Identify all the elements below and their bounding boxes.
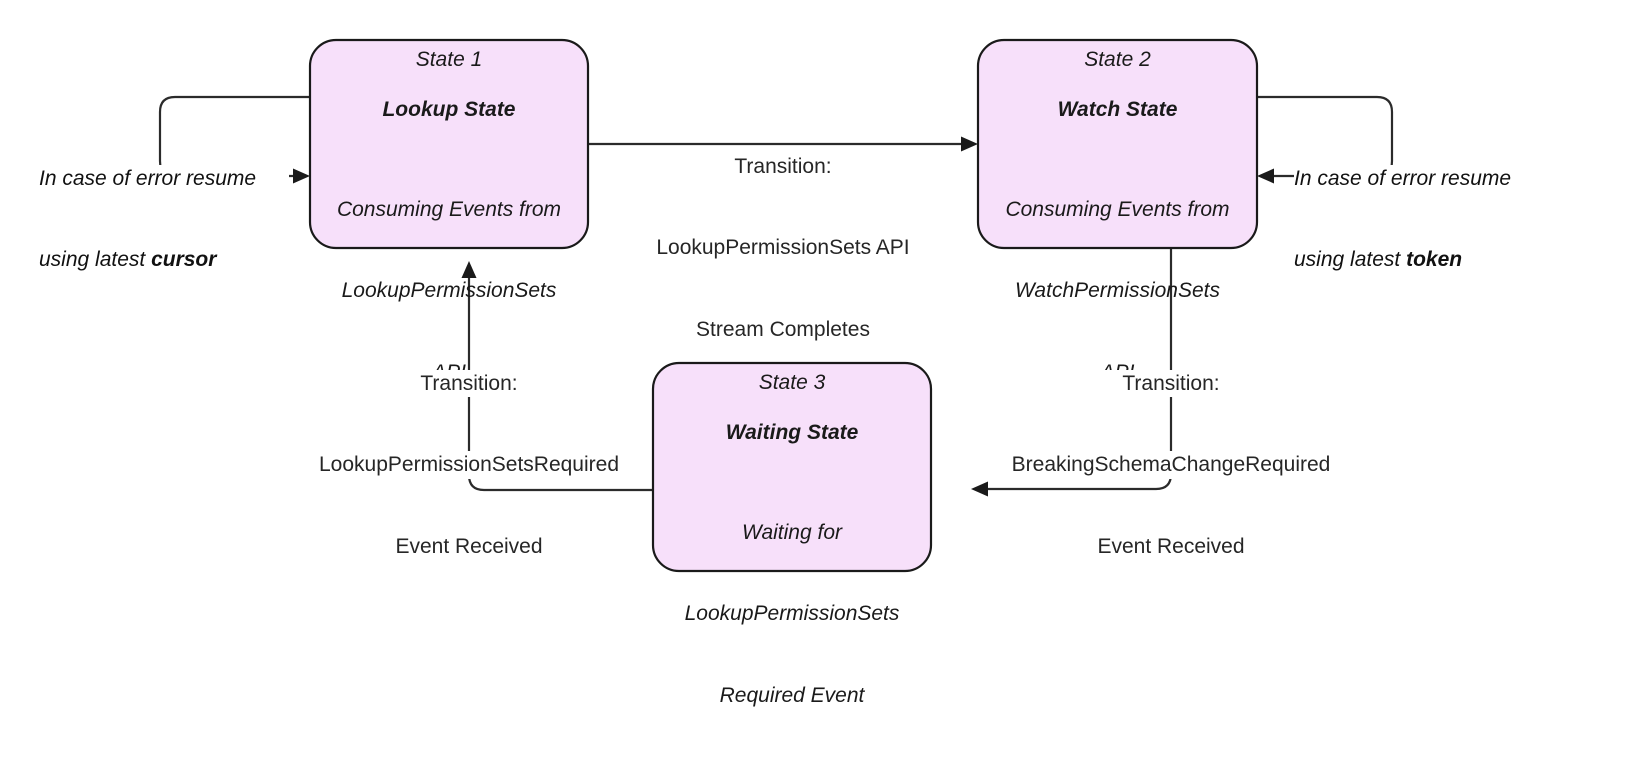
state-1-number: State 1 [415,48,483,71]
state-2-number: State 2 [1084,48,1151,71]
self-loop-token-line-2-prefix: using latest [1294,248,1407,272]
self-loop-cursor-line-2: using latest cursor [39,246,289,274]
state-3-description-line-1: Waiting for [742,520,842,544]
state-1-description: Consuming Events from LookupPermissionSe… [310,141,588,441]
self-loop-watch-token-arrowhead [1257,168,1274,184]
self-loop-cursor-line-1: In case of error resume [39,164,289,192]
self-loop-token-line-2: using latest token [1294,246,1544,274]
transition-waiting-to-lookup-line-1: Transition: [301,369,637,397]
diagram-canvas [158,38,1394,573]
transition-watch-to-waiting-line-1: Transition: [1003,369,1339,397]
self-loop-annotation-cursor: In case of error resume using latest cur… [39,110,289,328]
edge-lookup-to-watch [588,136,978,152]
transition-waiting-to-lookup-line-3: Event Received [301,533,637,561]
self-loop-token-emphasis: token [1406,248,1463,272]
state-3-description-line-3: Required Event [719,684,865,708]
state-3-number: State 3 [758,371,826,394]
edge-waiting-to-lookup-arrowhead [461,261,477,278]
transition-lookup-to-watch-line-3: Stream Completes [616,316,950,344]
state-3-description-line-2: LookupPermissionSets [684,602,900,626]
state-2-description: Consuming Events from WatchPermissionSet… [978,141,1257,441]
transition-watch-to-waiting-line-3: Event Received [1003,533,1339,561]
state-3-name: Waiting State [725,421,859,444]
state-diagram: State 1 Lookup State Consuming Events fr… [39,38,1544,708]
edge-lookup-to-watch-arrowhead [961,136,978,152]
state-2-name: Watch State [1057,98,1178,121]
transition-watch-to-waiting-line-2: BreakingSchemaChangeRequired [1003,451,1339,479]
state-3-description: Waiting for LookupPermissionSets Require… [653,464,931,764]
self-loop-annotation-token: In case of error resume using latest tok… [1294,110,1544,328]
self-loop-cursor-line-2-prefix: using latest [39,248,152,272]
state-box-watch[interactable] [976,38,1259,250]
edge-watch-to-waiting-arrowhead [971,481,988,497]
transition-label-lookup-to-watch: Transition: LookupPermissionSets API Str… [616,98,950,398]
state-1-description-line-1: Consuming Events from [336,197,562,221]
transition-lookup-to-watch-line-1: Transition: [616,152,950,180]
state-2-description-line-1: Consuming Events from [1005,197,1230,221]
state-box-waiting[interactable] [651,361,933,573]
transition-lookup-to-watch-line-2: LookupPermissionSets API [616,234,950,262]
transition-label-watch-to-waiting: Transition: BreakingSchemaChangeRequired… [1003,315,1339,615]
self-loop-lookup-cursor-arrowhead [293,168,310,184]
state-box-lookup[interactable] [308,38,590,250]
transition-label-waiting-to-lookup: Transition: LookupPermissionSetsRequired… [301,315,637,615]
state-1-name: Lookup State [382,98,516,121]
state-1-description-line-2: LookupPermissionSets [341,279,557,303]
transition-waiting-to-lookup-line-2: LookupPermissionSetsRequired [301,451,637,479]
self-loop-token-line-1: In case of error resume [1294,164,1544,192]
state-2-description-line-2: WatchPermissionSets [1014,279,1221,303]
self-loop-cursor-emphasis: cursor [151,248,217,272]
